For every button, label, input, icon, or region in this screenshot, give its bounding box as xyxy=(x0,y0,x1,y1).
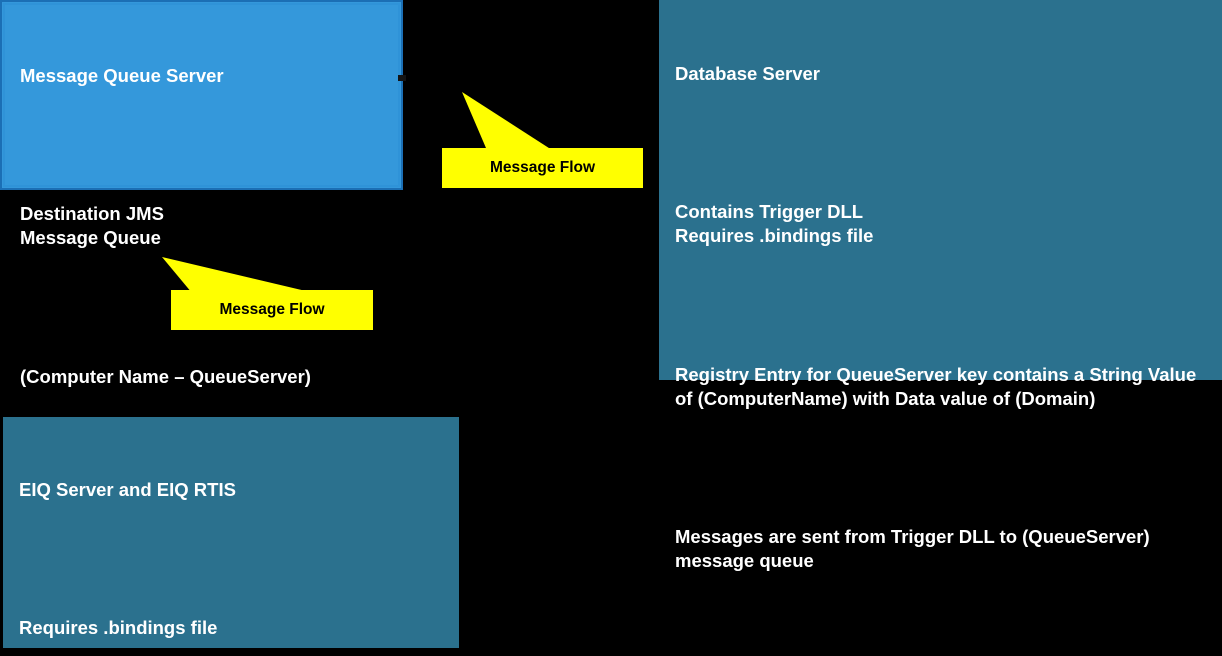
node-database-server-body-3: Messages are sent from Trigger DLL to (Q… xyxy=(675,525,1155,571)
node-database-server-body-1: Contains Trigger DLL Requires .bindings … xyxy=(675,201,874,247)
spacer xyxy=(675,621,1208,639)
connector-stub-queue-server xyxy=(398,75,406,81)
node-database-server[interactable]: Database Server Contains Trigger DLL Req… xyxy=(659,0,1222,571)
spacer xyxy=(675,459,1208,477)
node-database-server-heading: Database Server xyxy=(675,63,821,85)
node-message-queue-server-body-1: Destination JMS Message Queue xyxy=(20,203,164,249)
node-message-queue-server-heading: Message Queue Server xyxy=(20,65,224,87)
node-message-queue-server[interactable]: Message Queue Server Destination JMS Mes… xyxy=(0,0,403,387)
node-eiq-server[interactable]: EIQ Server and EIQ RTIS Requires .bindin… xyxy=(3,417,459,648)
spacer xyxy=(675,297,1208,315)
callout-tail-icon xyxy=(162,257,310,293)
node-eiq-server-heading: EIQ Server and EIQ RTIS xyxy=(19,479,236,501)
node-eiq-server-body-1: Requires .bindings file xyxy=(19,617,218,639)
spacer xyxy=(675,134,1208,152)
spacer xyxy=(20,136,401,154)
callout-message-flow-queue-to-eiq-label: Message Flow xyxy=(219,301,325,318)
callout-message-flow-db-to-queue-label: Message Flow xyxy=(489,159,596,176)
node-database-server-body-2: Registry Entry for QueueServer key conta… xyxy=(675,363,1202,409)
callout-message-flow-db-to-queue-body[interactable]: Message Flow xyxy=(442,148,643,188)
callout-message-flow-queue-to-eiq-body[interactable]: Message Flow xyxy=(171,290,373,330)
callout-message-flow-queue-to-eiq[interactable]: Message Flow xyxy=(160,255,375,333)
callout-message-flow-db-to-queue[interactable]: Message Flow xyxy=(442,88,647,190)
node-message-queue-server-body-2: (Computer Name – QueueServer) xyxy=(20,365,311,387)
callout-tail-icon xyxy=(462,92,552,150)
spacer xyxy=(19,550,445,568)
